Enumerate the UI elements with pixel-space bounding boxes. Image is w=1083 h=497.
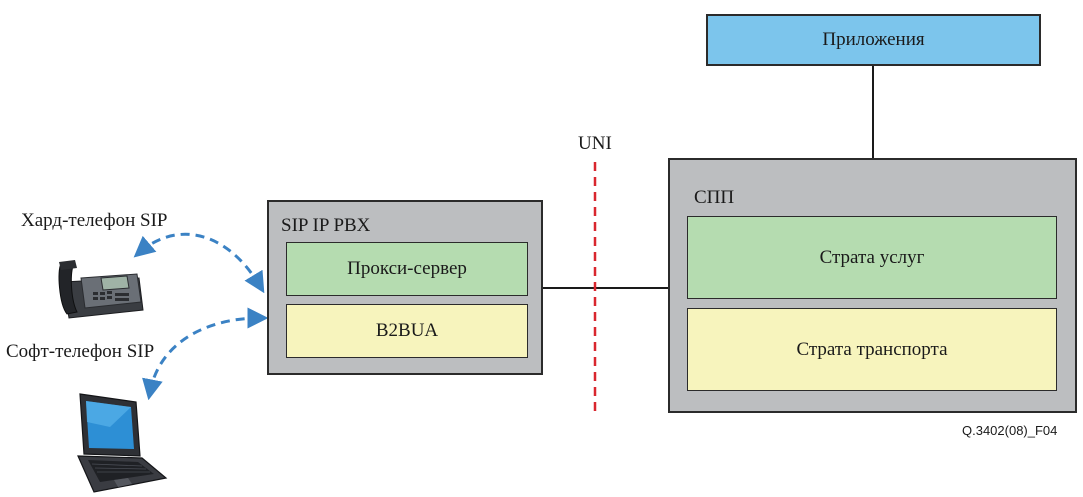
- b2bua-band: B2BUA: [286, 304, 528, 358]
- applications-box: Приложения: [706, 14, 1041, 66]
- transport-stratum-band: Страта транспорта: [687, 308, 1057, 391]
- desk-phone-icon: [58, 260, 144, 319]
- uni-label: UNI: [578, 133, 612, 154]
- hard-phone-label: Хард-телефон SIP: [21, 210, 168, 231]
- sip-ip-pbx-box: SIP IP PBX Прокси-сервер B2BUA: [267, 200, 543, 375]
- applications-label: Приложения: [822, 29, 925, 50]
- pbx-title: SIP IP PBX: [281, 215, 371, 236]
- proxy-server-band: Прокси-сервер: [286, 242, 528, 296]
- transport-stratum-label: Страта транспорта: [796, 338, 948, 360]
- service-stratum-band: Страта услуг: [687, 216, 1057, 299]
- b2bua-label: B2BUA: [375, 320, 439, 341]
- proxy-server-label: Прокси-сервер: [347, 258, 467, 279]
- laptop-icon: [77, 393, 168, 493]
- soft-phone-arrow: [142, 307, 269, 401]
- figure-reference: Q.3402(08)_F04: [962, 423, 1058, 438]
- soft-phone-label: Софт-телефон SIP: [6, 341, 155, 362]
- ngn-title: СПП: [694, 187, 735, 208]
- ngn-box: СПП Страта услуг Страта транспорта: [668, 158, 1077, 413]
- service-stratum-label: Страта услуг: [819, 246, 925, 268]
- hard-phone-arrow: [133, 232, 265, 294]
